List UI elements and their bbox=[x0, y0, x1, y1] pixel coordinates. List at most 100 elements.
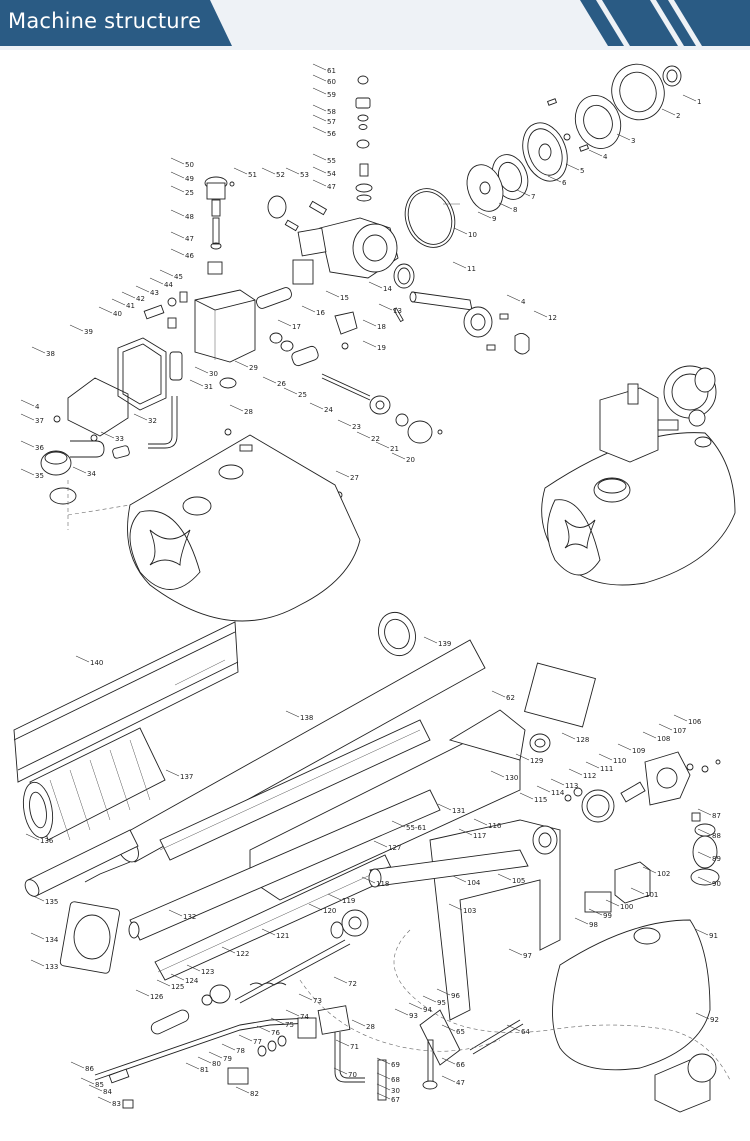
leader-line bbox=[283, 387, 298, 395]
leader-line bbox=[159, 269, 174, 277]
part-number-label: 135 bbox=[45, 898, 58, 906]
leader-line bbox=[170, 248, 185, 256]
part-number-label: 130 bbox=[505, 774, 518, 782]
part-number-label: 51 bbox=[248, 171, 257, 179]
leader-line bbox=[170, 157, 185, 165]
tank-cover-parts bbox=[40, 337, 343, 505]
part-number-label: 49 bbox=[185, 175, 194, 183]
leader-line bbox=[697, 808, 712, 816]
part-number-label: 83 bbox=[112, 1100, 121, 1108]
leader-line bbox=[642, 731, 657, 739]
leader-line bbox=[508, 948, 523, 956]
leader-line bbox=[477, 211, 492, 219]
leader-line bbox=[262, 376, 277, 384]
part-number-label: 50 bbox=[185, 161, 194, 169]
leader-line bbox=[362, 340, 377, 348]
leader-line bbox=[497, 873, 512, 881]
leader-line bbox=[561, 732, 576, 740]
leader-line bbox=[697, 876, 712, 884]
part-number-label: 27 bbox=[350, 474, 359, 482]
part-number-label: 132 bbox=[183, 913, 196, 921]
leader-line bbox=[20, 399, 35, 407]
leader-line bbox=[312, 166, 327, 174]
leader-line bbox=[30, 894, 45, 902]
part-number-label: 108 bbox=[657, 735, 670, 743]
leader-line bbox=[221, 1043, 236, 1051]
part-number-label: 30 bbox=[209, 370, 218, 378]
leader-line bbox=[605, 899, 620, 907]
leader-line bbox=[277, 319, 292, 327]
part-number-label: 1 bbox=[697, 98, 701, 106]
part-number-label: 126 bbox=[150, 993, 164, 1001]
part-number-label: 23 bbox=[352, 423, 361, 431]
leader-line bbox=[285, 1009, 300, 1017]
part-number-label: 30 bbox=[391, 1087, 400, 1095]
part-number-label: 136 bbox=[40, 837, 54, 845]
part-number-label: 133 bbox=[45, 963, 58, 971]
leader-line bbox=[536, 785, 551, 793]
leader-line bbox=[333, 1067, 348, 1075]
part-number-label: 104 bbox=[467, 879, 481, 887]
part-number-label: 107 bbox=[673, 727, 686, 735]
leader-line bbox=[550, 778, 565, 786]
leader-line bbox=[506, 1024, 521, 1032]
part-number-label: 76 bbox=[271, 1029, 280, 1037]
part-number-label: 120 bbox=[323, 907, 336, 915]
leader-line bbox=[312, 104, 327, 112]
leader-line bbox=[368, 281, 383, 289]
part-number-label: 46 bbox=[185, 252, 194, 260]
leader-line bbox=[170, 231, 185, 239]
leader-line bbox=[312, 74, 327, 82]
leader-line bbox=[337, 419, 352, 427]
leader-line bbox=[441, 1057, 456, 1065]
part-number-label: 29 bbox=[249, 364, 258, 372]
leader-line bbox=[391, 452, 406, 460]
header-banner bbox=[0, 0, 195, 46]
part-number-label: 82 bbox=[250, 1090, 259, 1098]
leader-line bbox=[452, 261, 467, 269]
part-number-label: 93 bbox=[409, 1012, 418, 1020]
part-number-label: 25 bbox=[298, 391, 307, 399]
leader-line bbox=[448, 903, 463, 911]
leader-line bbox=[473, 818, 488, 826]
part-number-label: 116 bbox=[488, 822, 502, 830]
part-number-label: 103 bbox=[463, 907, 476, 915]
leader-line bbox=[376, 1072, 391, 1080]
part-number-label: 119 bbox=[342, 897, 355, 905]
leader-line bbox=[229, 404, 244, 412]
leader-line bbox=[135, 989, 150, 997]
part-number-label: 45 bbox=[174, 273, 183, 281]
leader-line bbox=[533, 310, 548, 318]
leader-line bbox=[565, 163, 580, 171]
leader-line bbox=[156, 979, 171, 987]
leader-line bbox=[111, 298, 126, 306]
part-number-label: 140 bbox=[90, 659, 103, 667]
part-number-label: 4 bbox=[521, 298, 526, 306]
part-number-label: 36 bbox=[35, 444, 44, 452]
part-number-label: 109 bbox=[632, 747, 645, 755]
leader-line bbox=[100, 431, 115, 439]
leader-line bbox=[186, 964, 201, 972]
part-number-label: 69 bbox=[391, 1061, 400, 1069]
part-number-label: 68 bbox=[391, 1076, 400, 1084]
leader-line bbox=[695, 1012, 710, 1020]
part-number-label: 64 bbox=[521, 1028, 530, 1036]
leader-line bbox=[568, 768, 583, 776]
leader-line bbox=[327, 893, 342, 901]
part-number-label: 5 bbox=[580, 167, 584, 175]
header-stripes bbox=[195, 0, 750, 46]
part-number-label: 129 bbox=[530, 757, 543, 765]
part-number-label: 11 bbox=[467, 265, 476, 273]
leader-line bbox=[437, 803, 452, 811]
part-number-label: 80 bbox=[212, 1060, 221, 1068]
leader-line bbox=[234, 360, 249, 368]
part-number-label: 38 bbox=[46, 350, 55, 358]
part-number-label: 111 bbox=[600, 765, 613, 773]
part-number-label: 94 bbox=[423, 1006, 432, 1014]
leader-line bbox=[185, 1062, 200, 1070]
part-number-label: 73 bbox=[313, 997, 322, 1005]
leader-line bbox=[378, 303, 393, 311]
leader-line bbox=[373, 840, 388, 848]
part-number-label: 121 bbox=[276, 932, 289, 940]
part-number-label: 20 bbox=[406, 456, 415, 464]
